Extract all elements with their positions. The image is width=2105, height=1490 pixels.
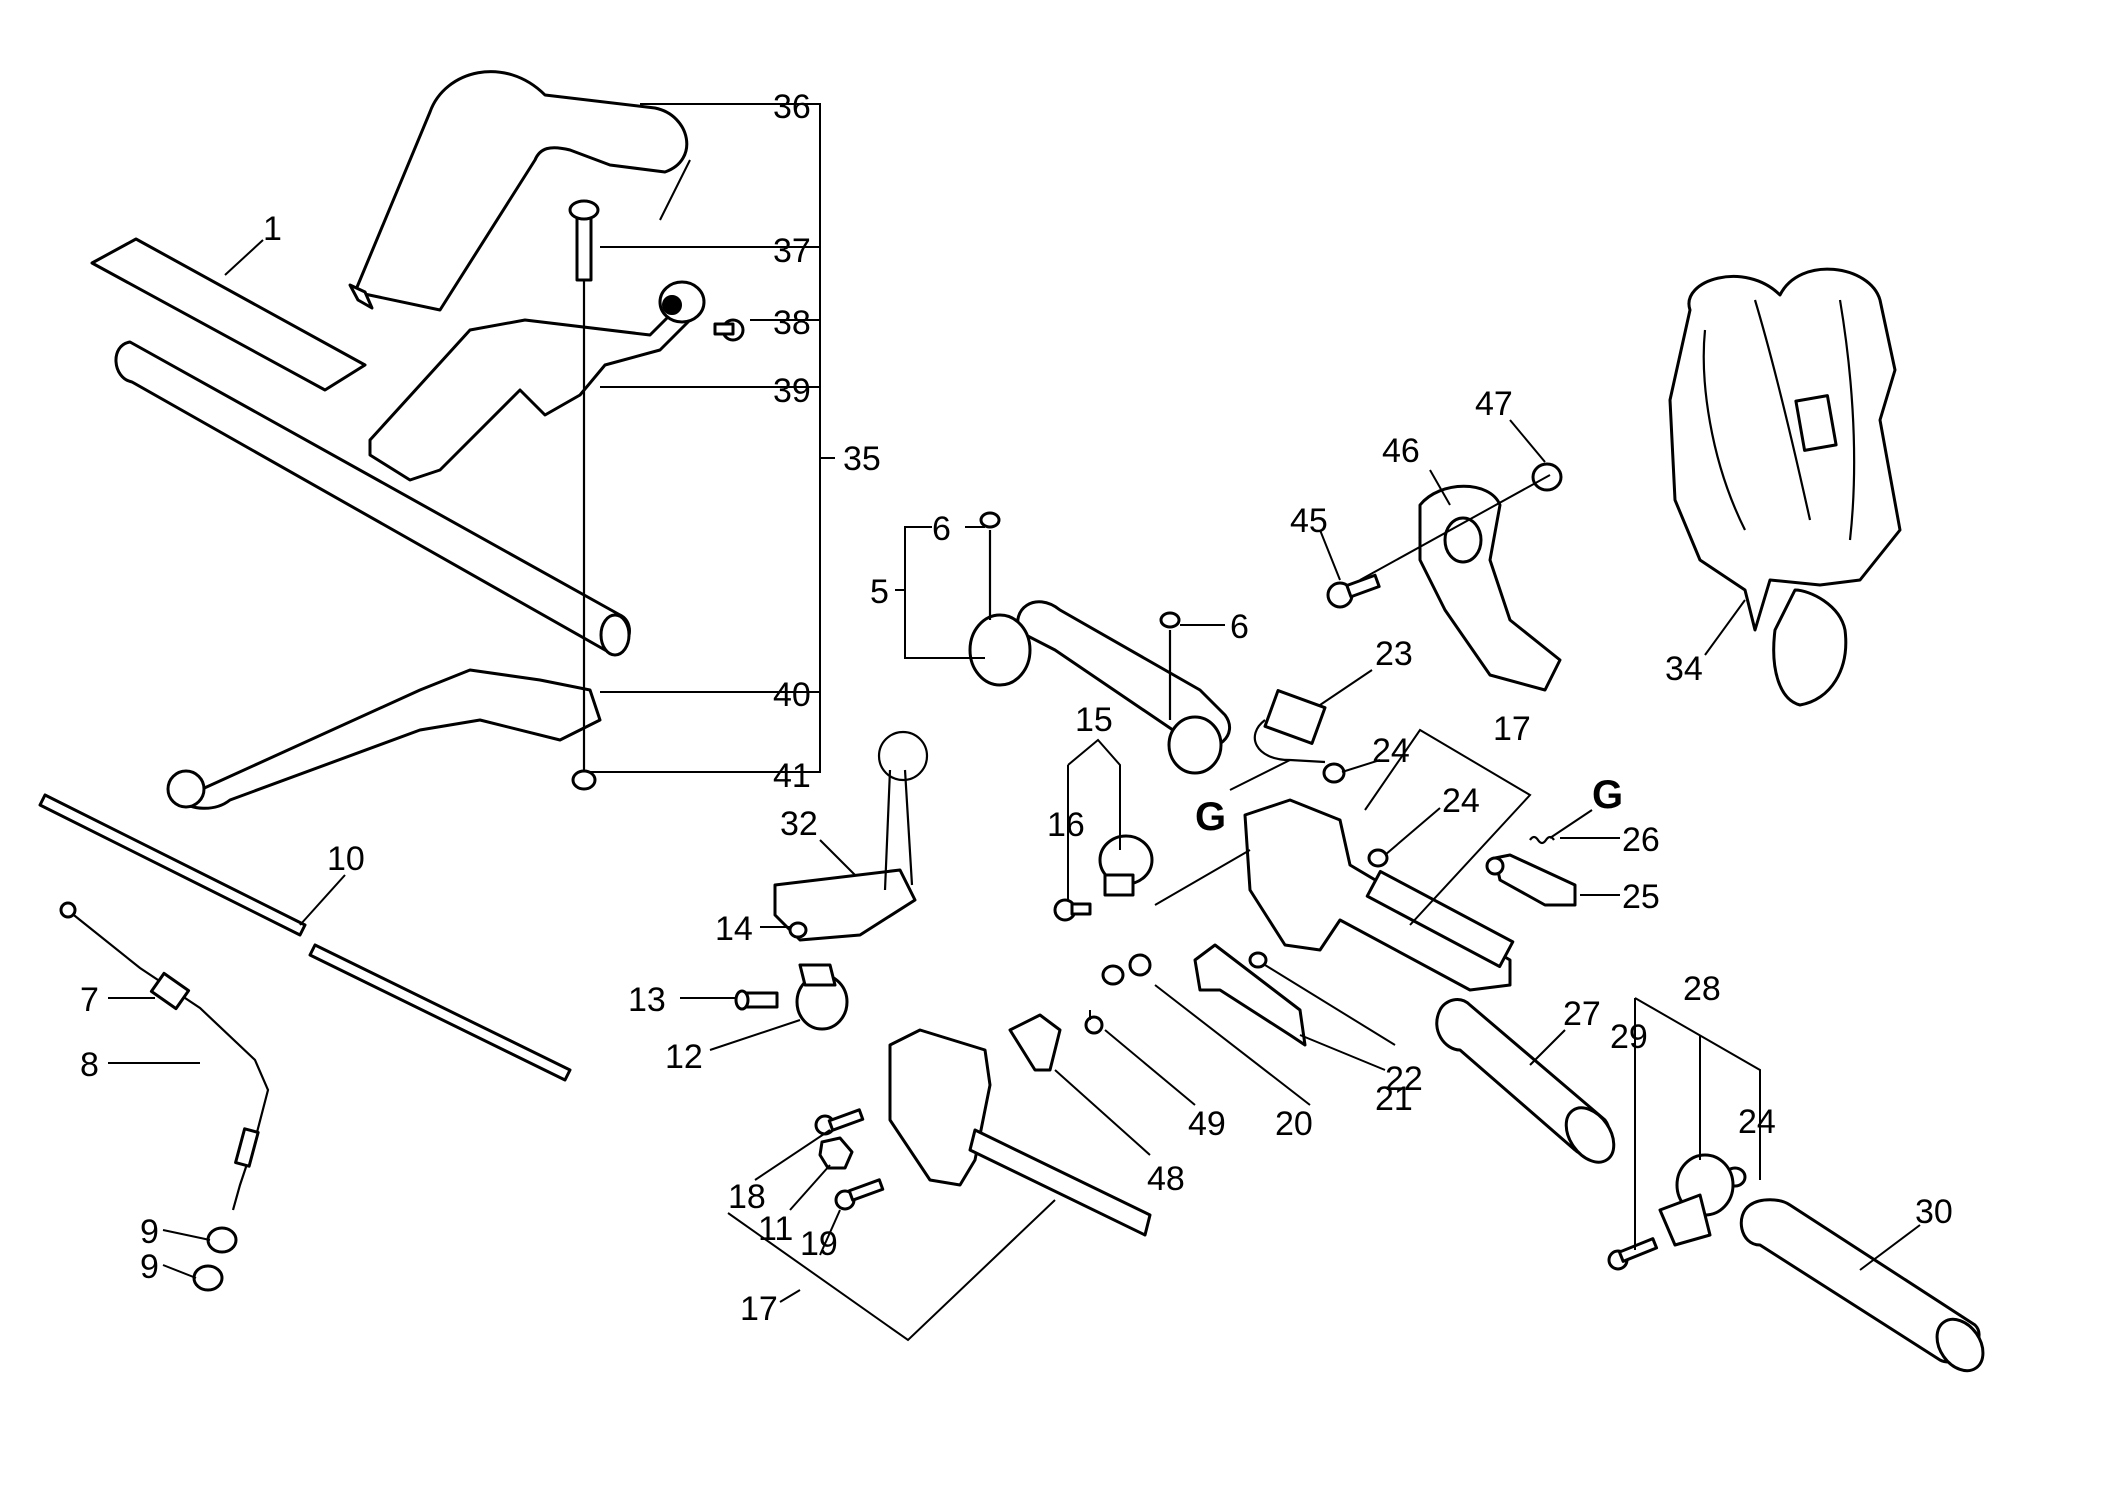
part-nut-24b [1367, 848, 1389, 868]
callout-9b: 9 [140, 1248, 159, 1286]
callout-17b: 17 [740, 1290, 778, 1328]
part-rear-tube [1739, 1198, 1985, 1373]
callout-39: 39 [773, 372, 811, 410]
callout-20: 20 [1275, 1105, 1313, 1143]
callout-40: 40 [773, 676, 811, 714]
part-screw-18 [814, 1108, 865, 1136]
part-bolt-45 [1326, 573, 1381, 609]
callout-9a: 9 [140, 1213, 159, 1251]
callouts: 1 36 37 38 39 35 40 41 6 5 6 10 7 8 9 9 … [80, 88, 1953, 1328]
callout-26: 26 [1622, 821, 1660, 859]
callout-27: 27 [1563, 995, 1601, 1033]
callout-10: 10 [327, 840, 365, 878]
part-nut-9b [192, 1264, 224, 1292]
part-hook-clamp [734, 921, 849, 1031]
callout-17a: 17 [1493, 710, 1531, 748]
part-screw-6a [979, 511, 1001, 529]
callout-35: 35 [843, 440, 881, 478]
callout-48: 48 [1147, 1160, 1185, 1198]
callout-49: 49 [1188, 1105, 1226, 1143]
part-switch [1253, 689, 1327, 764]
part-screw-16 [1053, 898, 1092, 922]
part-control-handle [1243, 798, 1515, 992]
part-throttle-cable [59, 901, 270, 1211]
part-hip-guard [1418, 484, 1562, 692]
part-spring-49 [1084, 1015, 1104, 1035]
callout-19: 19 [800, 1225, 838, 1263]
callout-24a: 24 [1372, 732, 1410, 770]
callout-16: 16 [1047, 806, 1085, 844]
callout-8: 8 [80, 1046, 99, 1084]
part-drive-shaft [38, 793, 572, 1082]
callout-11: 11 [758, 1210, 793, 1248]
part-handle-housing [888, 1028, 1152, 1237]
part-bolt-29 [1607, 1237, 1659, 1271]
part-clip-48 [1008, 1013, 1062, 1072]
callout-32: 32 [780, 805, 818, 843]
part-foam-grip [1435, 998, 1616, 1164]
callout-6a: 6 [932, 510, 951, 548]
part-grip-arm [968, 530, 1232, 775]
part-screw-19 [834, 1178, 885, 1211]
callout-47: 47 [1475, 385, 1513, 423]
callout-g1: G [1195, 795, 1226, 839]
part-throttle-trigger [1193, 943, 1307, 1047]
callout-38: 38 [773, 304, 811, 342]
part-harness [1668, 267, 1902, 707]
callout-6b: 6 [1230, 608, 1249, 646]
part-handle-grip [348, 70, 689, 312]
callout-g2: G [1592, 773, 1623, 817]
part-clip-15 [1098, 834, 1154, 897]
callout-24b: 24 [1442, 782, 1480, 820]
part-spring-22 [1248, 951, 1268, 969]
callout-30: 30 [1915, 1193, 1953, 1231]
part-harness-hook [773, 730, 929, 942]
callout-15: 15 [1075, 701, 1113, 739]
callout-14: 14 [715, 910, 753, 948]
leader-lines [108, 103, 1921, 1342]
callout-23: 23 [1375, 635, 1413, 673]
part-upper-clamp [368, 280, 706, 482]
part-nut-9a [206, 1226, 238, 1254]
callout-5: 5 [870, 573, 889, 611]
callout-34: 34 [1665, 650, 1703, 688]
callout-46: 46 [1382, 432, 1420, 470]
part-nut-41 [571, 769, 597, 791]
part-handle-tube [114, 340, 631, 657]
part-lockout-lever [1485, 853, 1577, 907]
callout-12: 12 [665, 1038, 703, 1076]
callout-24c: 24 [1738, 1103, 1776, 1141]
callout-29: 29 [1610, 1018, 1648, 1056]
callout-18: 18 [728, 1178, 766, 1216]
part-lower-clamp [166, 668, 602, 810]
callout-21: 21 [1375, 1080, 1413, 1118]
part-cap-11 [818, 1136, 854, 1170]
callout-28: 28 [1683, 970, 1721, 1008]
part-screw-6b [1159, 611, 1181, 629]
callout-41: 41 [773, 757, 811, 795]
callout-22: 22 [1385, 1060, 1423, 1098]
part-decal [90, 237, 367, 392]
callout-45: 45 [1290, 502, 1328, 540]
part-spring-20 [1101, 953, 1152, 986]
callout-1: 1 [263, 210, 282, 248]
callout-7: 7 [80, 981, 99, 1019]
callout-25: 25 [1622, 878, 1660, 916]
part-bolt-37 [568, 199, 600, 770]
part-screw-38 [713, 318, 745, 342]
callout-13: 13 [628, 981, 666, 1019]
callout-36: 36 [773, 88, 811, 126]
callout-37: 37 [773, 232, 811, 270]
part-rear-clamp [1658, 1153, 1735, 1247]
part-nut-24a [1322, 762, 1346, 784]
